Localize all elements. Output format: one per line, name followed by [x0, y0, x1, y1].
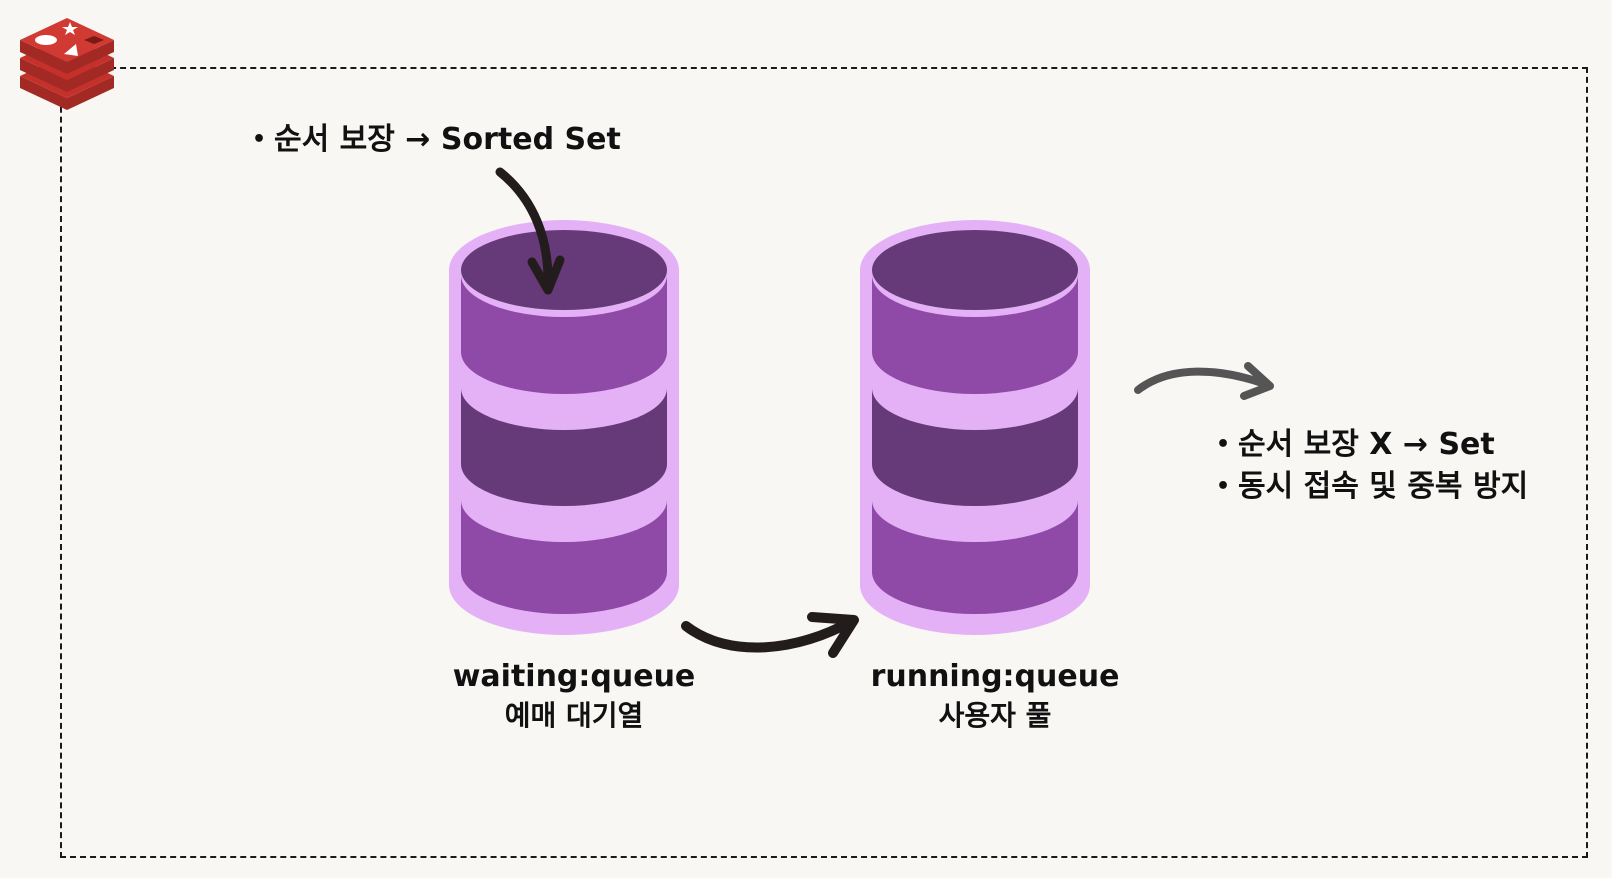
cylinder-running-queue — [860, 220, 1090, 635]
note-line: • 순서 보장 X → Set — [1216, 424, 1528, 466]
note-text: 동시 접속 및 중복 방지 — [1238, 469, 1529, 504]
dashed-boundary — [60, 67, 1588, 858]
cylinder-waiting-queue — [449, 220, 679, 635]
note-sorted-set: • 순서 보장 → Sorted Set — [252, 119, 621, 161]
waiting-queue-label: waiting:queue 예매 대기열 — [424, 657, 724, 735]
note-text: 순서 보장 → Sorted Set — [274, 122, 621, 157]
redis-logo-icon — [20, 18, 114, 110]
bullet: • — [1216, 474, 1231, 499]
bullet: • — [1216, 432, 1231, 457]
running-queue-label: running:queue 사용자 풀 — [845, 657, 1145, 735]
arrow-running-to-note — [1134, 362, 1274, 400]
queue-description: 예매 대기열 — [504, 699, 644, 732]
arrow-to-waiting-queue — [495, 167, 565, 295]
queue-key: waiting:queue — [452, 659, 696, 694]
queue-key: running:queue — [870, 659, 1120, 694]
bullet: • — [252, 127, 267, 152]
arrow-waiting-to-running — [681, 612, 859, 658]
note-text: 순서 보장 X → Set — [1238, 427, 1495, 462]
queue-description: 사용자 풀 — [938, 699, 1052, 732]
note-set: • 순서 보장 X → Set • 동시 접속 및 중복 방지 — [1216, 424, 1528, 508]
note-line: • 동시 접속 및 중복 방지 — [1216, 466, 1528, 508]
